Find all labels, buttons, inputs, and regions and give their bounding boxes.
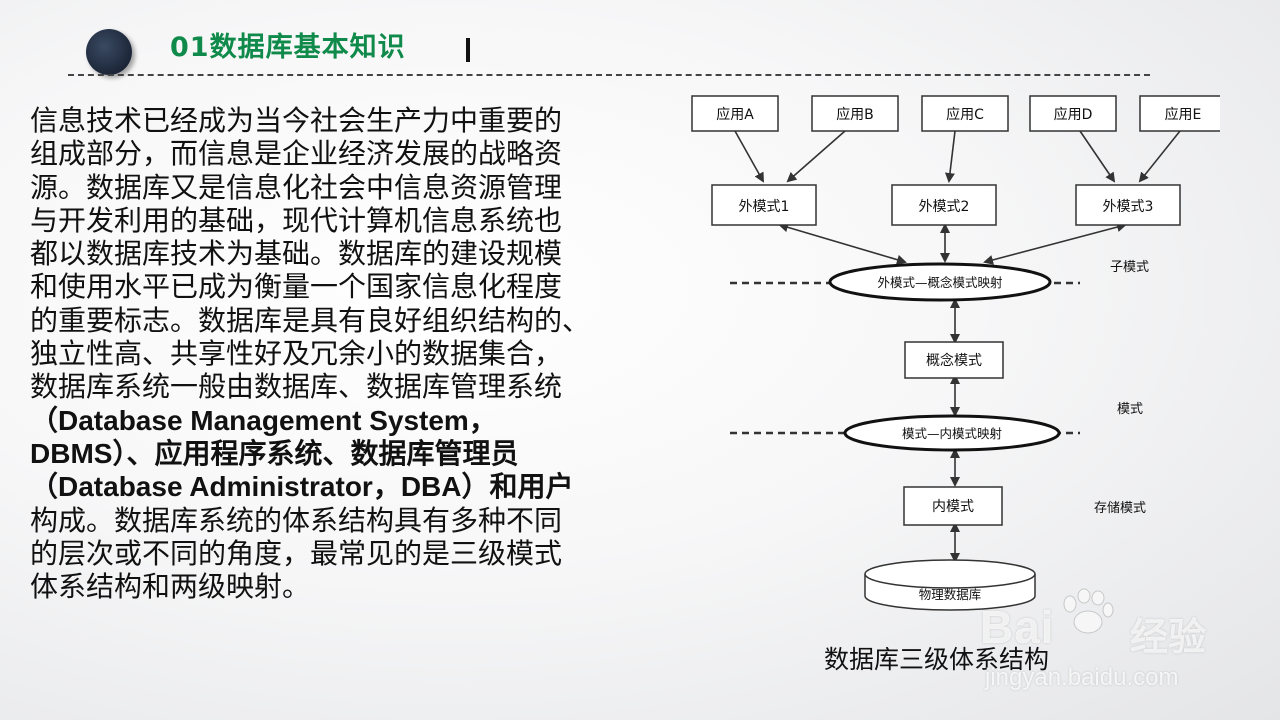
physical-database-cylinder: 物理数据库 [864,559,1036,611]
svg-text:应用A: 应用A [716,106,754,123]
body-line: 体系结构和两级映射。 [30,570,311,604]
arrow [786,130,846,183]
header-divider [68,74,1150,76]
body-line: DBMS）、应用程序系统、数据库管理员 [30,437,519,469]
body-paragraph: 信息技术已经成为当今社会生产力中重要的 组成部分，而信息是企业经济发展的战略资 … [30,104,680,603]
ext-conceptual-mapping-ellipse: 外模式—概念模式映射 [828,262,1052,302]
watermark-brand-suffix: 经验 [1130,615,1207,659]
external-schema-box: 外模式2 [891,184,997,226]
header-bullet-circle [86,29,132,75]
three-level-schema-diagram: 应用A 应用B 应用C 应用D 应用E 外模式1 外模式2 外模式 [680,88,1227,618]
page-title: 01数据库基本知识 [170,32,406,63]
svg-text:外模式—概念模式映射: 外模式—概念模式映射 [877,275,1002,290]
external-schema-box: 外模式3 [1075,184,1181,226]
diagram-caption: 数据库三级体系结构 [824,645,1050,674]
svg-text:应用D: 应用D [1054,106,1093,123]
arrow [1079,130,1116,183]
body-line: 独立性高、共享性好及冗余小的数据集合， [30,337,563,371]
arrow [778,222,907,265]
body-line: 与开发利用的基础，现代计算机信息系统也 [30,203,563,237]
svg-text:应用C: 应用C [946,106,984,123]
watermark-brand: Bai [980,601,1055,653]
watermark-url: jingyan.baidu.com [985,664,1179,691]
svg-text:模式—内模式映射: 模式—内模式映射 [902,426,1002,441]
external-schema-box: 外模式1 [711,184,817,226]
arrow [944,130,956,183]
level-label-subschema: 子模式 [1110,260,1149,275]
arrow [1138,130,1181,183]
body-line: （Database Administrator，DBA）和用户 [30,471,574,503]
body-line: 组成部分，而信息是企业经济发展的战略资 [30,137,563,171]
app-box: 应用D [1029,95,1117,132]
body-line: 和使用水平已成为衡量一个国家信息化程度 [30,270,563,304]
arrow [983,222,1127,265]
body-line: 的层次或不同的角度，最常见的是三级模式 [30,536,563,570]
svg-text:内模式: 内模式 [932,499,974,515]
body-line: 信息技术已经成为当今社会生产力中重要的 [30,104,563,137]
arrow [734,130,764,183]
body-line: （Database Management System， [30,404,497,436]
app-box: 应用E [1139,95,1227,132]
conceptual-internal-mapping-ellipse: 模式—内模式映射 [843,414,1061,452]
app-box: 应用A [691,95,779,132]
svg-text:概念模式: 概念模式 [926,352,982,369]
baidu-paw-watermark-icon [1063,588,1114,634]
app-box: 应用C [921,95,1009,132]
level-label-storage-schema: 存储模式 [1094,501,1146,516]
body-line: 构成。数据库系统的体系结构具有多种不同 [30,503,563,537]
title-cursor-bar [466,38,470,62]
body-line: 源。数据库又是信息化社会中信息资源管理 [30,170,563,204]
level-label-schema: 模式 [1117,402,1143,417]
internal-schema-box: 内模式 [903,486,1003,526]
svg-text:外模式2: 外模式2 [919,199,970,215]
svg-text:应用E: 应用E [1165,106,1202,123]
conceptual-schema-box: 概念模式 [904,341,1004,379]
body-line: 都以数据库技术为基础。数据库的建设规模 [30,237,563,271]
diagram-svg: 应用A 应用B 应用C 应用D 应用E 外模式1 外模式2 外模式 [691,95,1227,611]
body-line: 数据库系统一般由数据库、数据库管理系统 [30,370,563,404]
body-line: 的重要标志。数据库是具有良好组织结构的、 [30,303,591,337]
svg-text:外模式3: 外模式3 [1103,199,1154,215]
svg-text:物理数据库: 物理数据库 [919,587,982,602]
app-box: 应用B [811,95,899,132]
svg-text:应用B: 应用B [836,106,874,123]
svg-text:外模式1: 外模式1 [739,199,790,215]
